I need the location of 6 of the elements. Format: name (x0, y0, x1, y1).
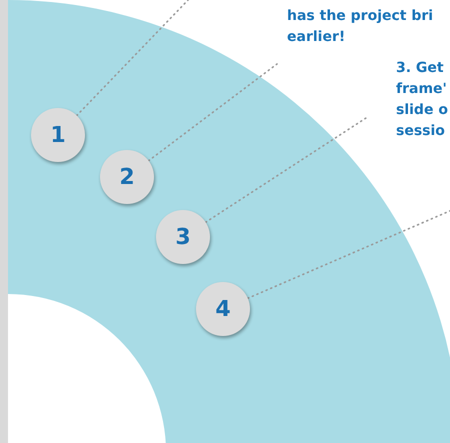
leader-line (148, 63, 278, 162)
step-text: has the project bri earlier! (287, 6, 450, 48)
leader-line (76, 0, 191, 116)
leader-line (246, 209, 450, 300)
leader-line (204, 117, 367, 224)
step-text: 3. Get frame' slide o sessio (396, 58, 450, 142)
